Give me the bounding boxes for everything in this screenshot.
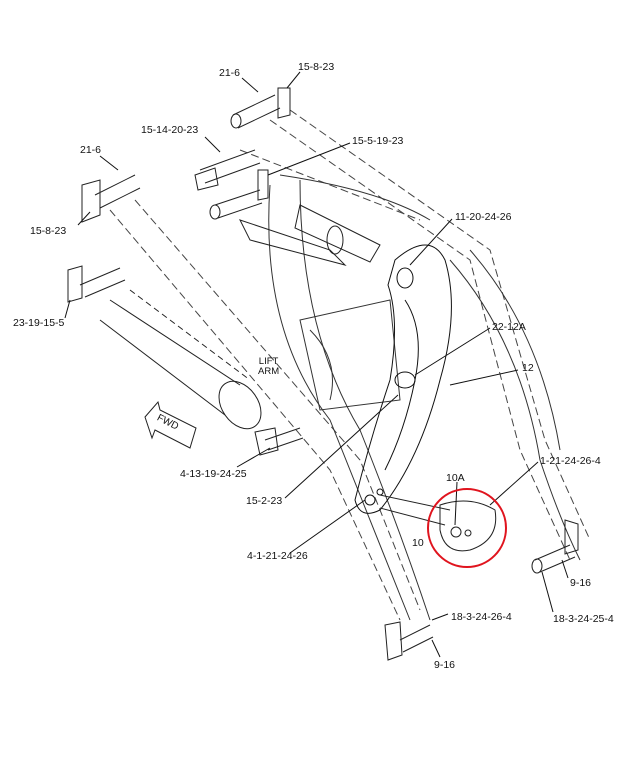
callout-15-2-23: 15-2-23	[246, 495, 283, 507]
tilt-cylinder	[239, 204, 381, 266]
callout-4-1-21-24-26: 4-1-21-24-26	[247, 550, 308, 562]
lift-arm-line2: ARM	[258, 365, 280, 377]
highlight-circle	[427, 488, 507, 568]
callout-15-8-23-top: 15-8-23	[298, 61, 335, 73]
callout-21-6-left: 21-6	[80, 144, 102, 156]
callout-15-5-19-23: 15-5-19-23	[352, 135, 404, 147]
callout-1-21-24-26-4: 1-21-24-26-4	[540, 455, 601, 467]
callout-9-16-right: 9-16	[570, 577, 592, 589]
lift-arm-outline	[109, 109, 591, 621]
lift-cylinder	[99, 289, 262, 430]
callout-23-19-15-5: 23-19-15-5	[13, 317, 65, 329]
callout-12: 12	[522, 362, 534, 374]
callout-22-12a: 22-12A	[492, 321, 526, 333]
fwd-arrow-icon	[144, 400, 197, 449]
callout-9-16-bottom: 9-16	[434, 659, 456, 671]
callout-10a: 10A	[446, 472, 465, 484]
callout-15-8-23-left: 15-8-23	[30, 225, 67, 237]
link-rod	[379, 494, 497, 552]
bellcrank	[354, 244, 452, 514]
lift-arm-frame	[268, 174, 581, 621]
lift-arm-label: LIFT ARM	[258, 357, 279, 377]
callout-11-20-24-26: 11-20-24-26	[455, 211, 512, 223]
callout-4-13-19-24-25: 4-13-19-24-25	[180, 468, 247, 480]
lift-arm-line1: LIFT	[258, 356, 279, 367]
leader-lines	[64, 71, 569, 658]
callout-18-3-24-25-4: 18-3-24-25-4	[553, 613, 614, 625]
callout-15-14-20-23: 15-14-20-23	[141, 124, 199, 136]
callout-21-6-top: 21-6	[219, 67, 241, 79]
callout-18-3-24-26-4: 18-3-24-26-4	[451, 611, 512, 623]
callout-10: 10	[412, 537, 424, 549]
pins	[67, 87, 579, 661]
